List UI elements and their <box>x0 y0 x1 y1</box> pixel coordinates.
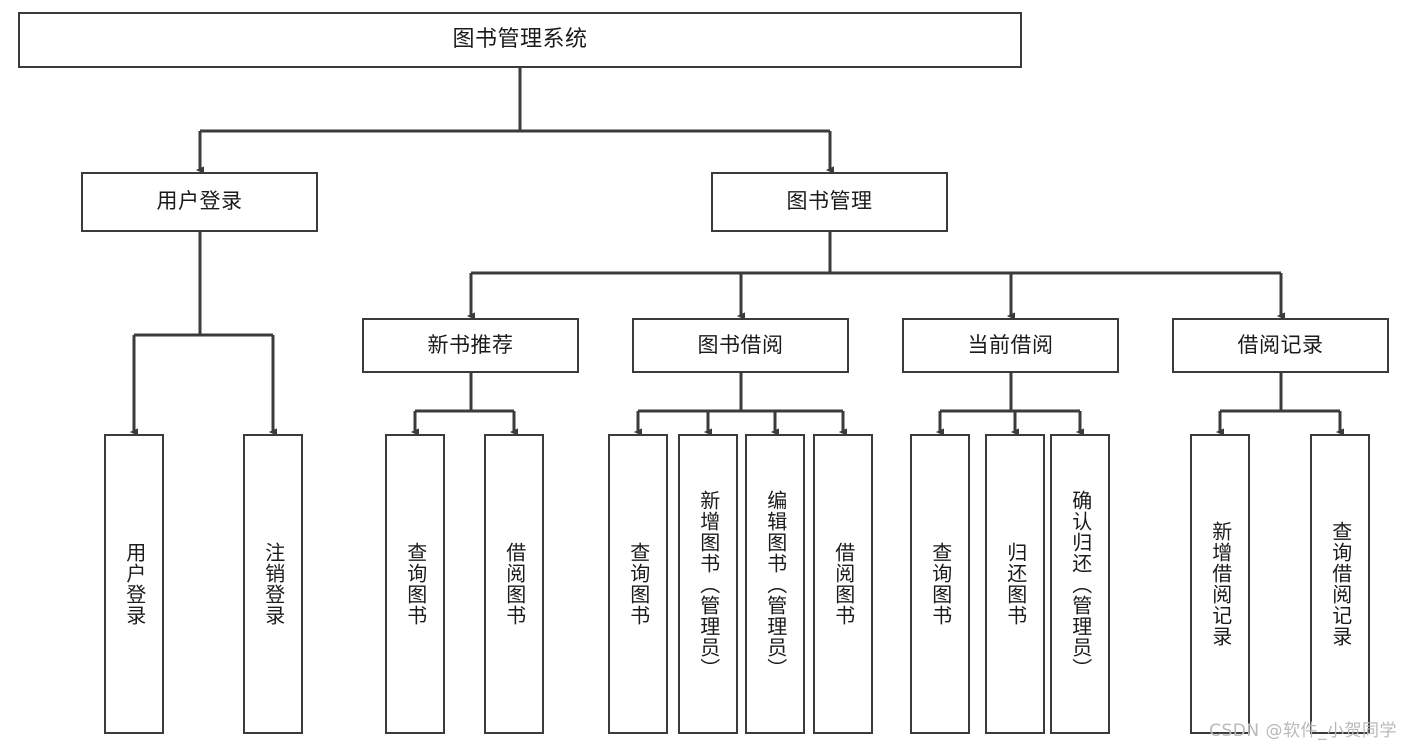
node-leaf-borrow-book-1[interactable]: 借阅图书 <box>484 434 544 734</box>
node-leaf-user-login[interactable]: 用户登录 <box>104 434 164 734</box>
node-new-book-rec[interactable]: 新书推荐 <box>362 318 579 373</box>
node-leaf-query-book-2[interactable]: 查询图书 <box>608 434 668 734</box>
node-label: 注销登录 <box>261 542 286 626</box>
node-label: 图书借阅 <box>697 332 784 357</box>
node-label: 查询图书 <box>626 542 651 626</box>
node-book-manage[interactable]: 图书管理 <box>711 172 948 232</box>
node-label: 归还图书 <box>1003 542 1028 626</box>
node-leaf-query-record[interactable]: 查询借阅记录 <box>1310 434 1370 734</box>
node-leaf-user-logout[interactable]: 注销登录 <box>243 434 303 734</box>
node-leaf-borrow-book-2[interactable]: 借阅图书 <box>813 434 873 734</box>
node-label: 借阅图书 <box>831 542 856 626</box>
node-leaf-add-record[interactable]: 新增借阅记录 <box>1190 434 1250 734</box>
node-label: 查询图书 <box>403 542 428 626</box>
node-label: 当前借阅 <box>967 332 1054 357</box>
node-leaf-add-book[interactable]: 新增图书（管理员） <box>678 434 738 734</box>
node-book-borrow[interactable]: 图书借阅 <box>632 318 849 373</box>
node-label: 借阅图书 <box>502 542 527 626</box>
node-leaf-confirm-return[interactable]: 确认归还（管理员） <box>1050 434 1110 734</box>
node-label: 新书推荐 <box>427 332 514 357</box>
node-label: 借阅记录 <box>1237 332 1324 357</box>
node-label: 用户登录 <box>122 542 147 626</box>
node-label: 图书管理 <box>786 189 873 214</box>
node-root-book-management-system[interactable]: 图书管理系统 <box>18 12 1022 68</box>
node-label: 用户登录 <box>156 189 243 214</box>
node-label: 确认归还（管理员） <box>1068 489 1093 679</box>
node-user-login[interactable]: 用户登录 <box>81 172 318 232</box>
node-label: 图书管理系统 <box>452 26 588 52</box>
node-label: 查询借阅记录 <box>1328 521 1353 647</box>
node-borrow-record[interactable]: 借阅记录 <box>1172 318 1389 373</box>
node-leaf-query-book-3[interactable]: 查询图书 <box>910 434 970 734</box>
node-leaf-edit-book[interactable]: 编辑图书（管理员） <box>745 434 805 734</box>
node-label: 新增图书（管理员） <box>696 489 721 679</box>
node-label: 编辑图书（管理员） <box>763 489 788 679</box>
node-label: 新增借阅记录 <box>1208 521 1233 647</box>
node-leaf-return-book[interactable]: 归还图书 <box>985 434 1045 734</box>
node-current-borrow[interactable]: 当前借阅 <box>902 318 1119 373</box>
node-label: 查询图书 <box>928 542 953 626</box>
node-leaf-query-book-1[interactable]: 查询图书 <box>385 434 445 734</box>
